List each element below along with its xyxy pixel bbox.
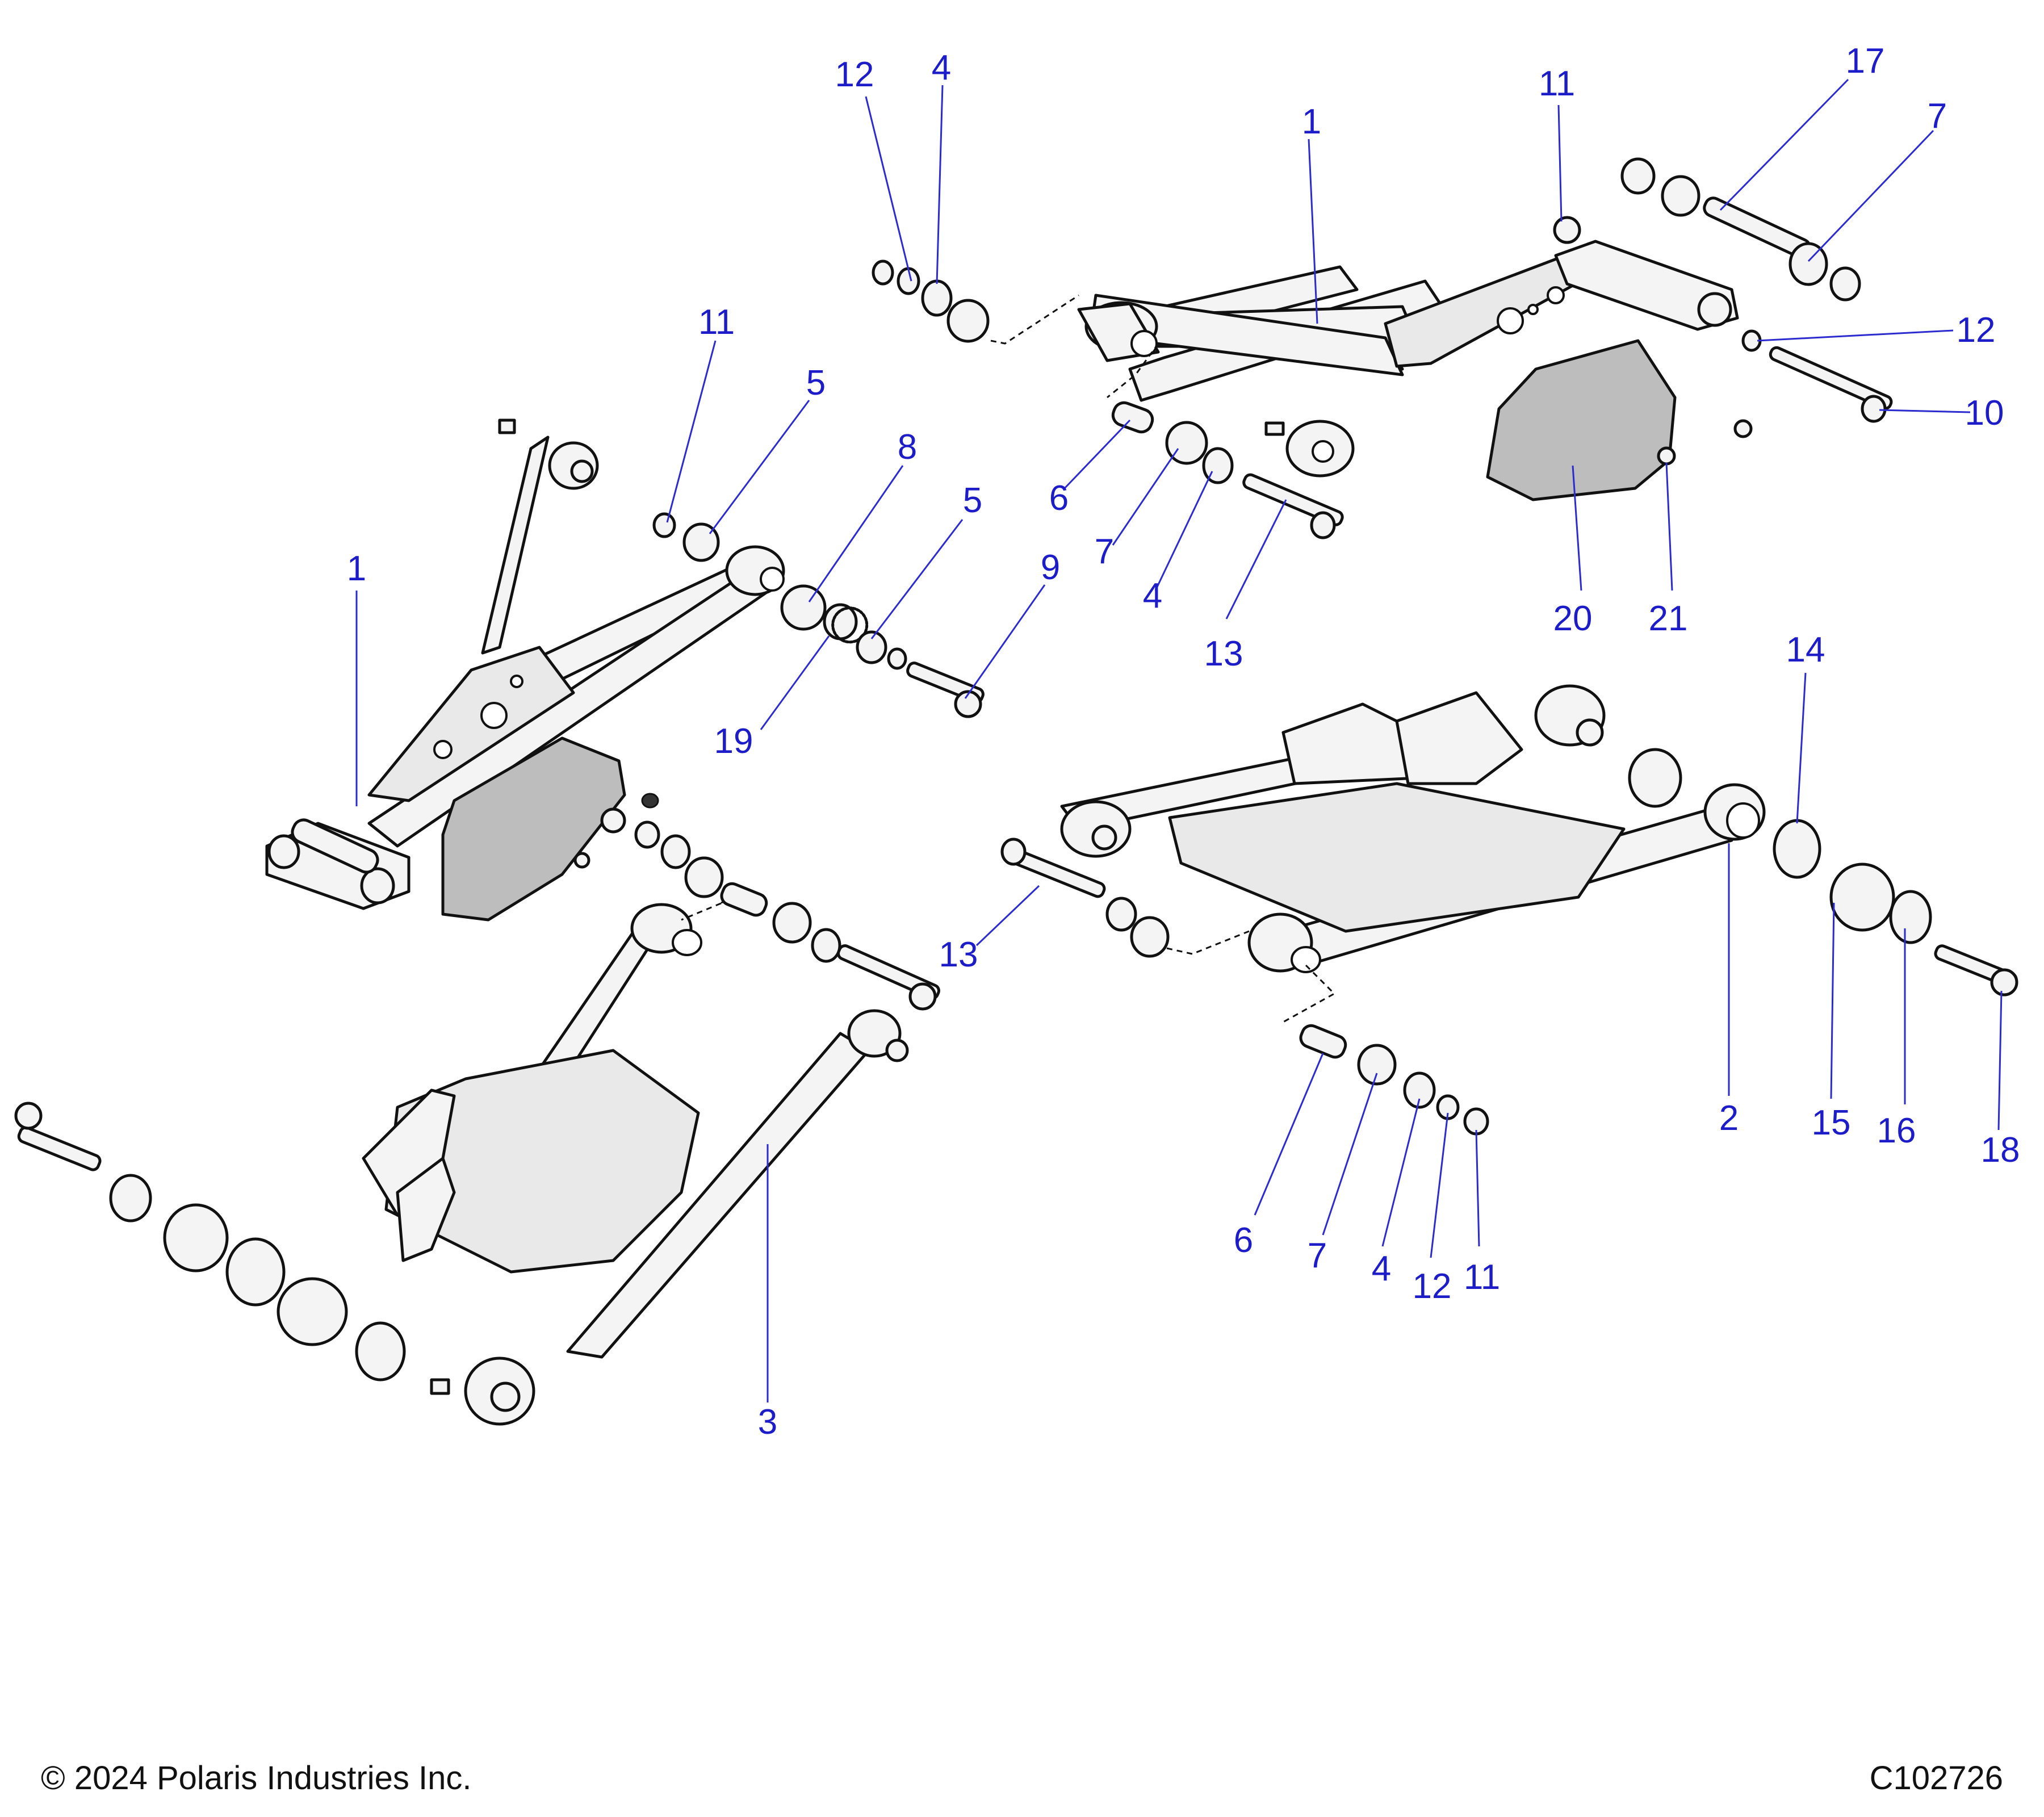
callout-7: 7 (1308, 1236, 1327, 1275)
lower-left-hardware (14, 807, 940, 1381)
callout-2: 2 (1719, 1099, 1739, 1138)
callout-1: 1 (1302, 102, 1321, 141)
callout-17: 17 (1846, 41, 1885, 81)
callout-15: 15 (1812, 1103, 1851, 1142)
upper-control-arm-left (265, 418, 785, 910)
callout-4: 4 (932, 48, 951, 87)
callout-1: 1 (347, 549, 366, 588)
lower-right-hardware (1000, 748, 2018, 1136)
callout-11: 11 (1464, 1258, 1500, 1297)
callout-12: 12 (1413, 1267, 1452, 1306)
skid-shield-right (1486, 339, 1677, 501)
callout-7: 7 (1928, 97, 1947, 136)
callout-6: 6 (1234, 1221, 1253, 1260)
left-hardware-chain (573, 512, 985, 869)
callout-11: 11 (1539, 64, 1575, 103)
callout-8: 8 (898, 428, 917, 467)
leader-lines (355, 78, 2003, 1402)
callout-19: 19 (714, 722, 753, 761)
callout-20: 20 (1553, 599, 1593, 638)
callout-labels: 12 4 1 11 17 7 12 10 6 7 4 13 20 21 11 5… (347, 41, 2020, 1442)
lower-control-arm-right (1060, 684, 1766, 973)
callout-13: 13 (1204, 634, 1243, 673)
callout-4: 4 (1143, 576, 1162, 616)
callout-6: 6 (1049, 479, 1069, 518)
drawing-id: C102726 (1869, 1760, 2003, 1797)
callout-12: 12 (1957, 311, 1996, 350)
callout-18: 18 (1981, 1131, 2020, 1170)
callout-5: 5 (806, 363, 826, 403)
callout-21: 21 (1649, 599, 1688, 638)
callout-16: 16 (1877, 1111, 1916, 1150)
copyright-notice: © 2024 Polaris Industries Inc. (41, 1760, 472, 1797)
skid-shield-left (441, 736, 626, 922)
callout-9: 9 (1041, 548, 1060, 587)
lower-control-arm-left (277, 903, 909, 1426)
callout-14: 14 (1786, 630, 1825, 669)
callout-13: 13 (939, 935, 978, 974)
callout-5: 5 (963, 481, 982, 520)
top-hardware-chain (872, 259, 1344, 539)
callout-11: 11 (698, 303, 735, 342)
callout-12: 12 (835, 55, 874, 94)
callout-10: 10 (1965, 393, 2004, 433)
callout-3: 3 (758, 1402, 777, 1442)
top-right-hardware (1553, 157, 1893, 466)
callout-4: 4 (1372, 1249, 1391, 1288)
callout-7: 7 (1095, 532, 1114, 571)
upper-control-arm-right (1077, 240, 1739, 478)
